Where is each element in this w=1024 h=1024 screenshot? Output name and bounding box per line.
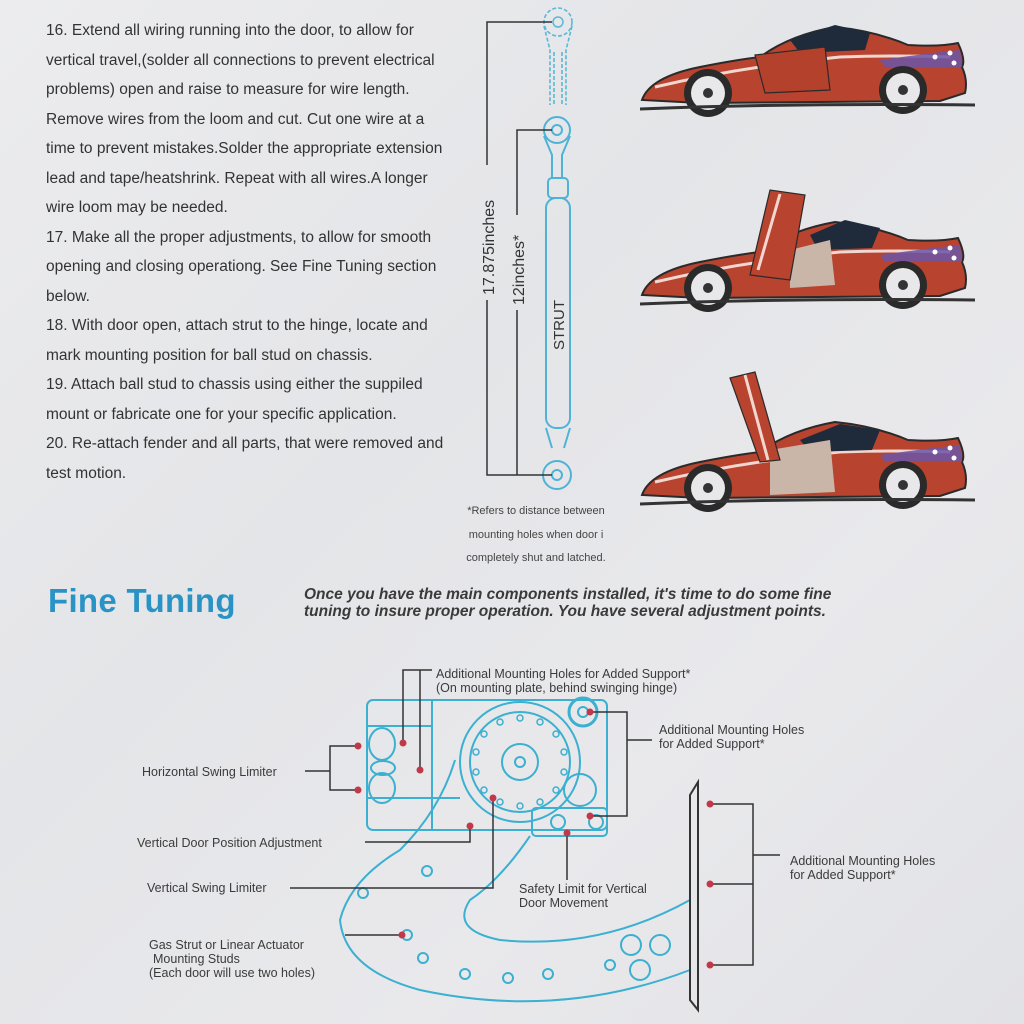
hinge-diagram <box>290 669 780 1013</box>
label-horizontal-swing-limiter: Horizontal Swing Limiter <box>142 765 277 779</box>
car-door-closed <box>640 25 977 119</box>
fine-tuning-title: Fine Tuning <box>48 582 236 619</box>
strut-extended-outline <box>543 7 573 105</box>
instruction-list: 16. Extend all wiring running into the d… <box>46 16 446 488</box>
label-top-mounting-holes: Additional Mounting Holes for Added Supp… <box>436 667 691 695</box>
car-door-half-open <box>640 189 977 314</box>
hinge-dial-holes <box>472 714 568 810</box>
car-door-fully-open <box>640 371 977 514</box>
label-gas-strut-studs: Gas Strut or Linear Actuator Mounting St… <box>149 938 316 980</box>
strut-footnote: *Refers to distance between mounting hol… <box>466 505 606 564</box>
instruction-step-16: 16. Extend all wiring running into the d… <box>46 22 443 216</box>
instruction-step-20: 20. Re-attach fender and all parts, that… <box>46 435 444 482</box>
label-vertical-door-position: Vertical Door Position Adjustment <box>137 836 322 850</box>
car-illustrations <box>640 25 977 514</box>
door-bracket <box>689 778 699 1013</box>
instruction-step-19: 19. Attach ball stud to chassis using ei… <box>46 376 423 423</box>
adjustment-markers <box>354 708 714 969</box>
arm-holes <box>357 865 671 984</box>
label-vertical-swing-limiter: Vertical Swing Limiter <box>147 881 267 895</box>
closed-length-label: 12inches* <box>511 235 528 305</box>
label-safety-limit: Safety Limit for Vertical Door Movement <box>519 882 647 910</box>
fine-tuning-intro: Once you have the main components instal… <box>304 586 832 620</box>
label-far-right-mounting-holes: Additional Mounting Holes for Added Supp… <box>790 854 936 882</box>
instruction-step-18: 18. With door open, attach strut to the … <box>46 317 428 364</box>
label-right-mounting-holes: Additional Mounting Holes for Added Supp… <box>659 723 805 751</box>
strut-label: STRUT <box>551 300 568 350</box>
extended-length-label: 17.875inches <box>481 200 498 295</box>
strut-diagram: 17.875inches 12inches* STRUT <box>481 7 573 490</box>
dimension-lines <box>486 21 552 476</box>
instruction-step-17: 17. Make all the proper adjustments, to … <box>46 228 437 305</box>
hinge-plate <box>338 696 691 1003</box>
leader-lines <box>290 669 780 966</box>
